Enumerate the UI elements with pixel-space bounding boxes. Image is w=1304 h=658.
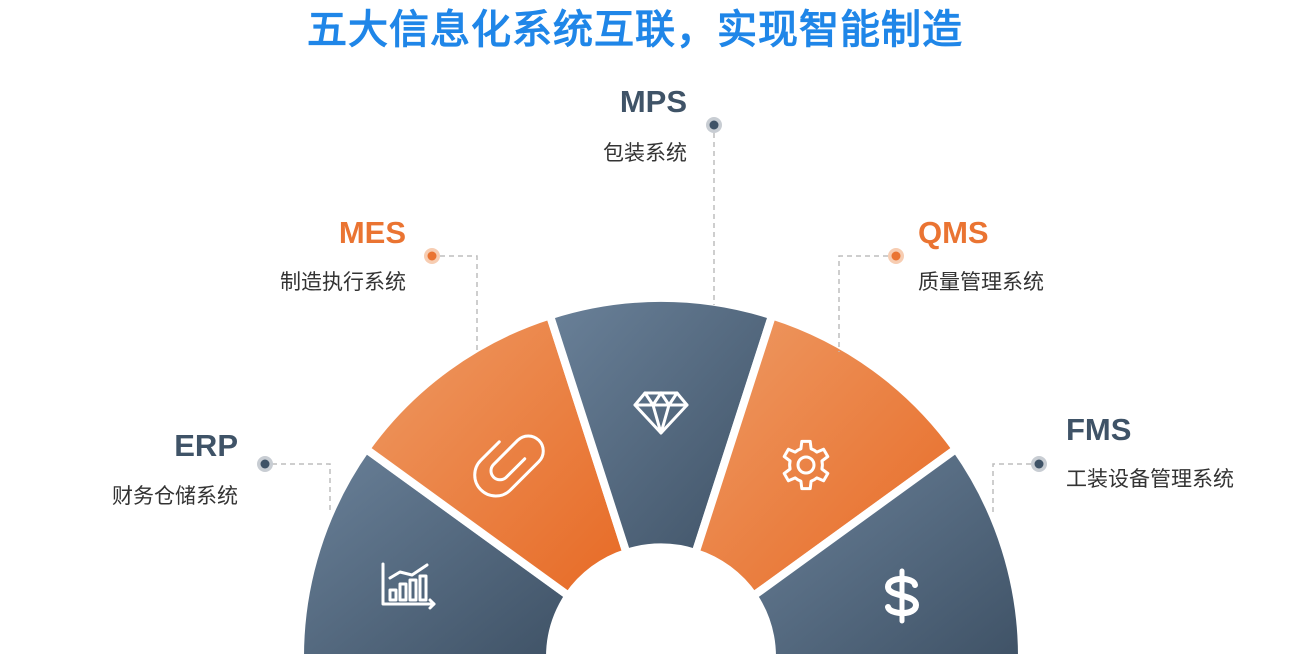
diamond-icon — [633, 391, 689, 435]
dot-qms — [888, 248, 904, 264]
connector-qms — [838, 255, 888, 352]
erp-description: 财务仓储系统 — [112, 484, 238, 508]
dot-mes — [424, 248, 440, 264]
segment-fms[interactable] — [749, 445, 1027, 658]
qms-label: QMS — [918, 215, 989, 250]
segment-erp[interactable] — [295, 445, 573, 658]
dot-mps — [706, 117, 722, 133]
bar-chart-icon — [381, 562, 436, 610]
page-title: 五大信息化系统互联，实现智能制造 — [307, 7, 963, 53]
segment-mes[interactable] — [362, 311, 631, 600]
dot-fms — [1031, 456, 1047, 472]
paperclip-icon — [473, 434, 545, 498]
connector-dots — [257, 117, 1047, 472]
fms-description: 工装设备管理系统 — [1066, 467, 1234, 491]
connectors — [272, 133, 1031, 512]
fms-label: FMS — [1066, 412, 1132, 447]
connector-fms — [992, 463, 1031, 512]
dot-erp — [257, 456, 273, 472]
mps-label: MPS — [619, 84, 687, 119]
segment-mps[interactable] — [545, 293, 777, 557]
connector-mes — [440, 255, 478, 352]
mes-description: 制造执行系统 — [280, 270, 406, 294]
mes-label: MES — [338, 215, 406, 250]
mps-description: 包装系统 — [603, 141, 687, 165]
icons — [381, 391, 919, 624]
connector-erp — [272, 463, 331, 512]
dollar-icon — [885, 568, 919, 624]
erp-label: ERP — [174, 428, 238, 463]
qms-description: 质量管理系统 — [918, 270, 1044, 294]
gear-icon — [782, 439, 830, 491]
